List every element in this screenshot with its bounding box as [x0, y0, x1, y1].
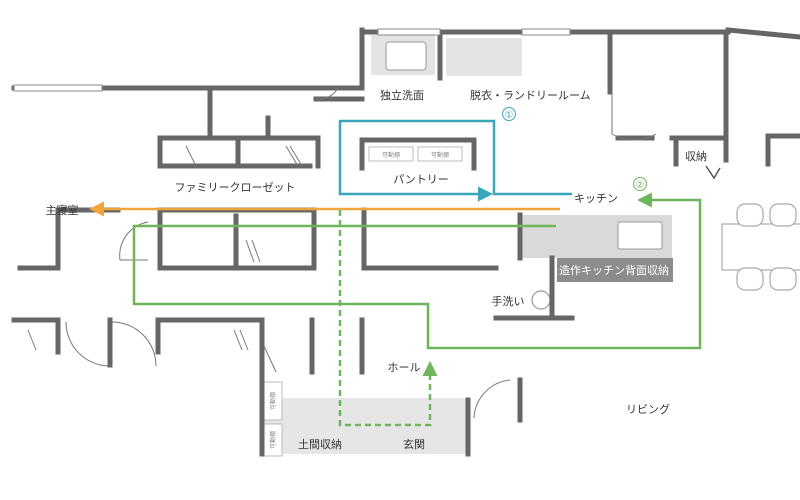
doors [27, 87, 721, 419]
door-swing [611, 92, 657, 141]
label-genkan: 玄関 [403, 437, 425, 451]
door-swing [239, 329, 249, 351]
storage-marker [705, 165, 721, 180]
dining-chair [736, 267, 764, 291]
label-pantry: パントリー [393, 173, 449, 186]
door-swing [185, 145, 197, 167]
label-kitchen-back-storage: 造作キッチン背面収納 [559, 263, 669, 277]
route-1-number: ① [505, 110, 514, 121]
routes [89, 119, 702, 427]
door-swing [27, 329, 37, 351]
kitchen-sink [617, 221, 663, 250]
door-swing [315, 87, 339, 100]
route-1-line [338, 119, 572, 202]
route-1-marker: ① [502, 107, 516, 121]
window [13, 84, 103, 92]
door-swing [245, 239, 255, 263]
route-2-number: ② [636, 180, 645, 191]
label-datsui-laundry: 脱衣・ランドリールーム [470, 88, 591, 102]
label-doma-shuno: 土間収納 [298, 438, 342, 451]
door-swing [111, 321, 157, 367]
door-swing [289, 145, 303, 167]
label-shushinshitsu: 主寝室 [46, 203, 79, 217]
door-swing [233, 329, 243, 351]
label-hall: ホール [388, 361, 421, 374]
walls [11, 27, 800, 457]
label-dokuritsu-senmen: 独立洗面 [380, 88, 424, 102]
window [377, 28, 441, 36]
windows [13, 28, 571, 92]
dining-table [721, 223, 800, 271]
fixtures [262, 35, 673, 457]
pantry-shelf-box-1 [368, 146, 414, 162]
laundry-counter [446, 38, 522, 76]
dining-set [721, 203, 800, 291]
door-swing [251, 239, 261, 263]
label-living: リビング [626, 402, 670, 416]
window [521, 28, 571, 36]
label-doma-shelf-2: 可動棚 [269, 431, 277, 449]
label-doma-shelf-1: 可動棚 [269, 392, 277, 410]
pantry-shelf-box-2 [417, 146, 463, 162]
route-entrance-dashed [338, 210, 438, 427]
door-swing [65, 321, 109, 367]
door-swing [285, 145, 299, 167]
hand-wash-basin [531, 290, 551, 310]
door-swing [263, 345, 277, 373]
washbasin-bowl [385, 41, 427, 71]
route-2-marker: ② [633, 177, 647, 191]
label-family-closet: ファミリークローゼット [175, 181, 296, 194]
route-2-line [132, 192, 702, 350]
label-pantry-shelf-1: 可動棚 [382, 151, 400, 159]
labels: 独立洗面 脱衣・ランドリールーム 収納 パントリー キッチン ファミリークローゼ… [46, 88, 708, 451]
door-swing [473, 379, 511, 419]
label-tearai: 手洗い [492, 294, 525, 308]
label-kitchen: キッチン [574, 192, 618, 205]
door-swing [119, 221, 149, 261]
dining-chair [769, 203, 797, 227]
label-shuno: 収納 [685, 150, 707, 163]
dining-chair [769, 267, 797, 291]
label-pantry-shelf-2: 可動棚 [431, 151, 449, 159]
kitchen-back-storage-block [557, 258, 673, 282]
dining-chair [736, 203, 764, 227]
